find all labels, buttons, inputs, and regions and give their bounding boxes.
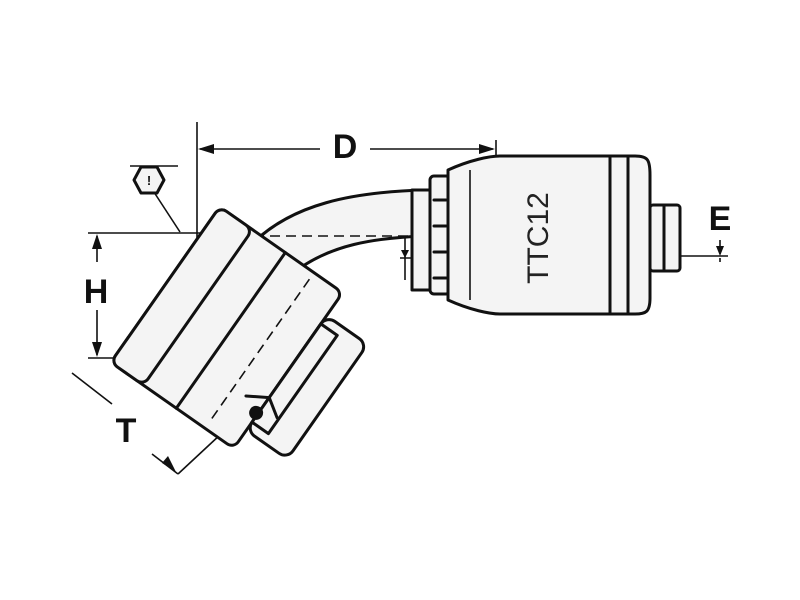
hose-stub (648, 203, 682, 273)
hex-callout: ! (130, 165, 181, 233)
dimension-h-label: H (84, 273, 109, 311)
hex-icon (132, 165, 166, 195)
dimension-d-label: D (333, 128, 358, 166)
crimp-sleeve: TTC12 (446, 154, 652, 316)
dimension-t: T (71, 372, 237, 475)
dimension-e: E (680, 200, 731, 262)
seal-ball-icon (249, 405, 264, 420)
dimension-e-label: E (709, 200, 732, 238)
ferrule-collar (410, 174, 452, 296)
svg-text:!: ! (147, 173, 151, 188)
swivel-nut (112, 208, 366, 457)
part-marking: TTC12 (522, 192, 555, 284)
dimension-t-label: T (116, 412, 137, 450)
